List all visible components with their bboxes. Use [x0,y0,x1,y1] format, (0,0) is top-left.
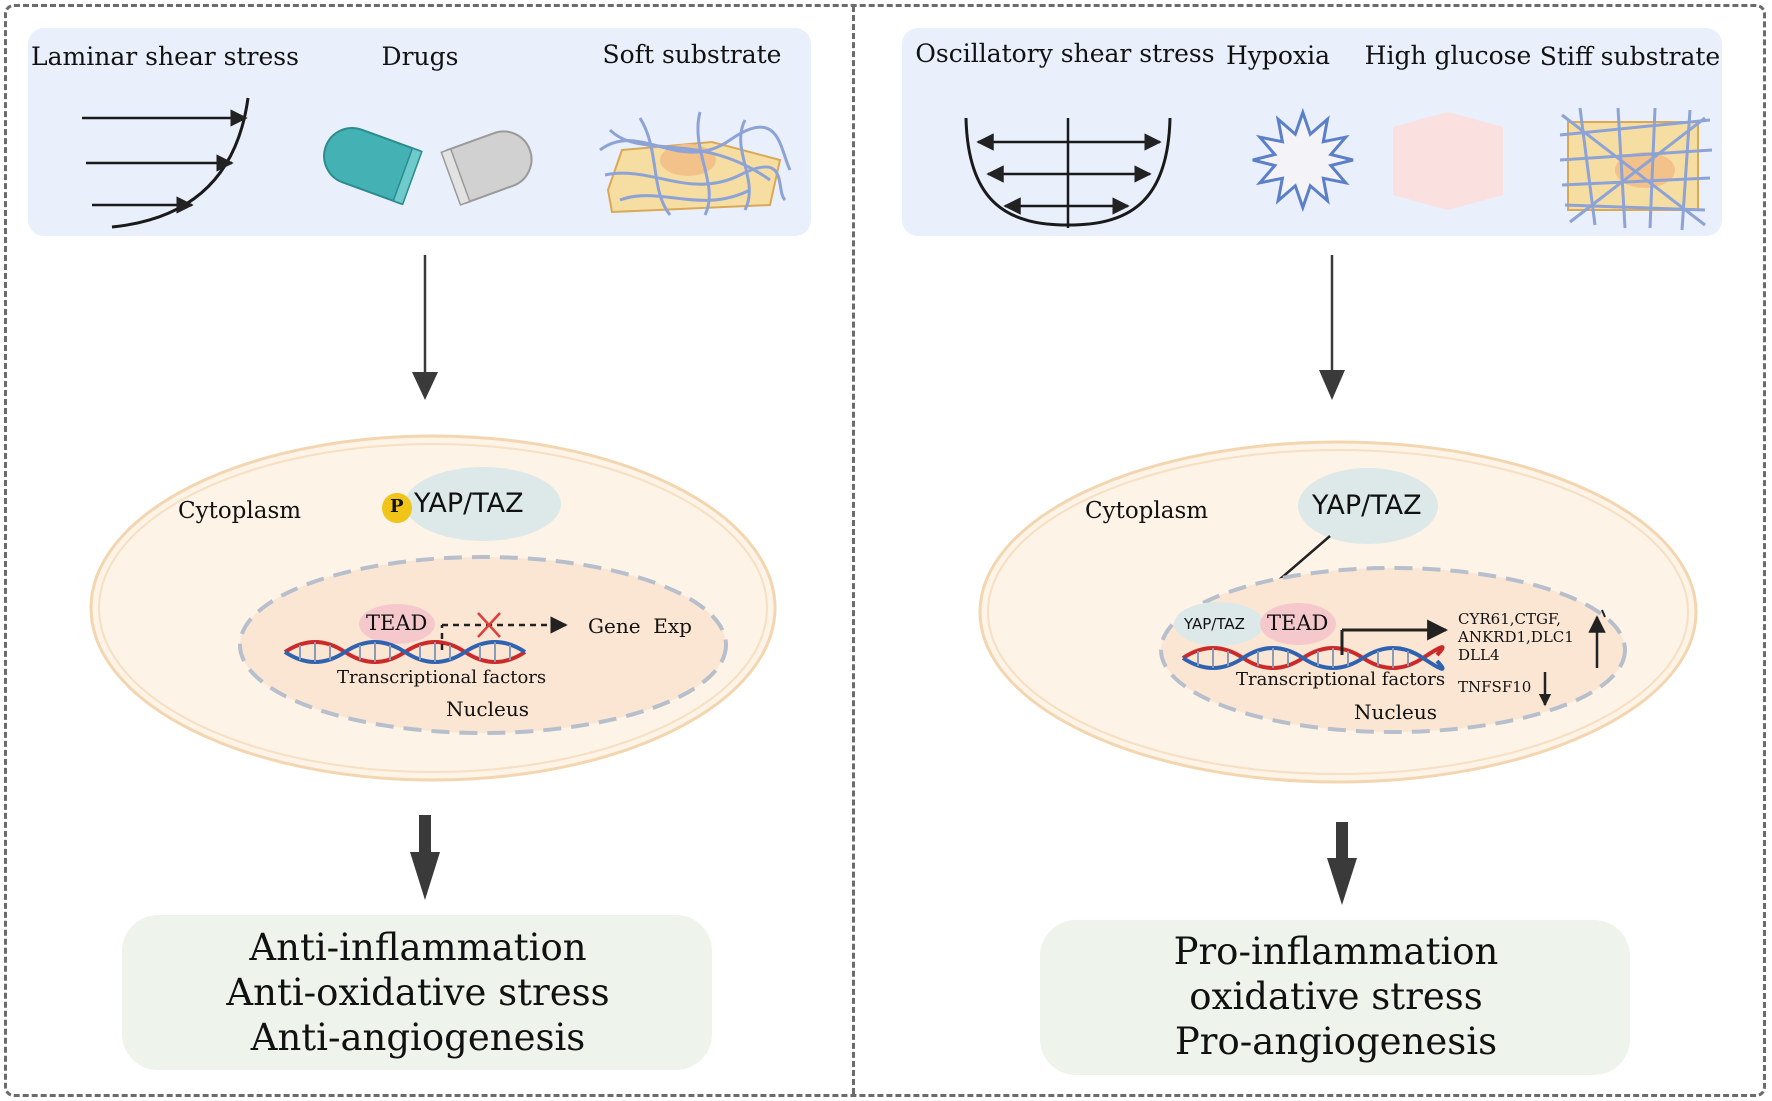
left-arrow-down-1 [412,255,438,400]
left-outcome-box [122,915,712,1070]
right-tead-oval [1260,603,1336,645]
left-outcome-1: Anti-inflammation [249,926,587,969]
left-outcome-2: Anti-oxidative stress [226,971,610,1014]
stimulus-label-laminar-shear: Laminar shear stress [31,42,299,71]
stimulus-label-high-glucose: High glucose [1364,41,1532,70]
left-arrow-down-2 [410,815,440,900]
upregulated-gene-2: ANKRD1,DLC1 [1458,628,1574,646]
high-glucose-icon [1393,112,1503,210]
oscillatory-shear-icon [964,117,1172,228]
right-outcome-3: Pro-angiogenesis [1174,1020,1498,1063]
stimulus-label-oscillatory-shear: Oscillatory shear stress [915,39,1215,68]
nuclear-yap-label: YAP/TAZ [1184,615,1245,633]
left-tf-label: Transcriptional factors [337,667,547,688]
right-arrow-down-1 [1319,255,1345,400]
right-arrow-down-2 [1327,822,1357,905]
stimulus-label-hypoxia: Hypoxia [1226,41,1330,70]
right-tf-label: Transcriptional factors [1236,669,1446,690]
left-yap-oval [405,467,561,541]
left-nucleus-label: Nucleus [446,697,529,721]
laminar-shear-icon [82,97,250,229]
upregulated-gene-1: CYR61,CTGF, [1458,610,1561,628]
right-nucleus-label: Nucleus [1354,700,1437,724]
transcription-arrow [1340,619,1449,655]
left-cytoplasm-label: Cytoplasm [178,498,302,524]
figure-frame [4,4,1766,1097]
right-yap-label: YAP/TAZ [1312,490,1422,521]
right-tead-label: TEAD [1267,611,1329,635]
phospho-label: P [390,496,404,517]
phospho-badge [382,493,412,523]
gene-exp-label: Gene Exp [588,614,692,638]
downregulated-gene: TNFSF10 [1458,678,1532,696]
stiff-substrate-icon [1559,107,1713,231]
stimulus-label-drugs: Drugs [381,42,459,71]
drug-capsule-icon [323,127,533,206]
right-outcome-box [1040,920,1630,1075]
right-cytoplasm-label: Cytoplasm [1085,498,1209,524]
left-outcome-3: Anti-angiogenesis [250,1016,586,1059]
left-dna-helix [283,640,527,664]
stimulus-label-stiff-substrate: Stiff substrate [1539,42,1721,71]
nuclear-yap-oval [1174,602,1264,646]
left-yap-label: YAP/TAZ [414,488,524,519]
soft-substrate-icon [599,111,792,216]
upregulated-gene-3: DLL4 [1458,646,1500,664]
right-dna-helix [1181,645,1445,671]
upregulation-arrow [1588,609,1606,668]
panel-divider [852,6,855,1094]
right-outcome-1: Pro-inflammation [1173,930,1499,973]
stimulus-label-soft-substrate: Soft substrate [602,40,782,69]
hypoxia-icon [1252,107,1354,213]
right-yap-oval [1298,468,1438,544]
blocked-transcription-arrow [440,612,568,650]
left-tead-oval [359,604,435,644]
left-tead-label: TEAD [366,611,428,635]
right-outcome-2: oxidative stress [1189,975,1483,1018]
